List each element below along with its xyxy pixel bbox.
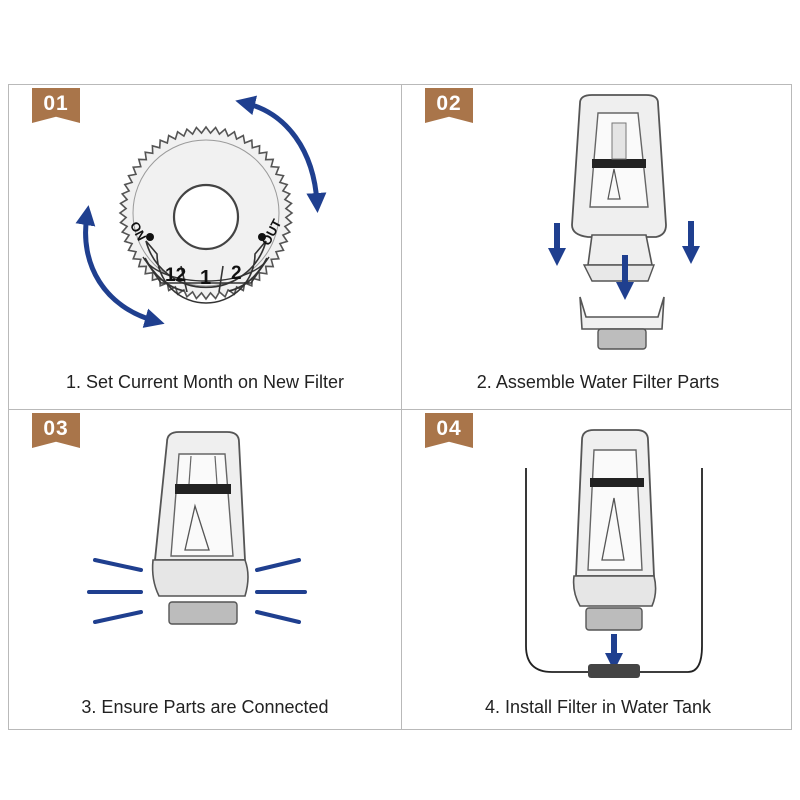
step-caption-4: 4. Install Filter in Water Tank — [484, 697, 712, 717]
assemble-parts-illustration — [548, 94, 700, 350]
install-in-tank-illustration — [525, 429, 703, 678]
grid-divider-vertical — [401, 85, 402, 729]
connected-filter-illustration — [87, 431, 307, 625]
assembled-filter — [151, 431, 249, 625]
dial-month-12: 12 — [165, 265, 186, 286]
filter-top-cap — [571, 94, 667, 238]
dial-out-dot — [258, 233, 266, 241]
connection-lines — [87, 558, 307, 624]
instruction-grid: 01 12 1 2 ON OUT — [8, 84, 792, 730]
tank-socket — [588, 664, 640, 678]
rotate-arrow-left — [75, 205, 165, 328]
step-panel-4: 04 4. Install Filter in Water Tank — [402, 410, 794, 733]
step-panel-1: 01 12 1 2 ON OUT — [9, 85, 401, 408]
step-caption-1: 1. Set Current Month on New Filter — [65, 372, 345, 392]
dial-month-2: 2 — [231, 263, 242, 284]
dial-month-1: 1 — [200, 267, 211, 289]
step-panel-2: 02 — [402, 85, 794, 408]
step-caption-2: 2. Assemble Water Filter Parts — [476, 372, 720, 392]
month-dial-illustration: 12 1 2 ON OUT — [75, 95, 327, 328]
grid-divider-horizontal — [9, 409, 791, 410]
step-caption-3: 3. Ensure Parts are Connected — [81, 697, 329, 717]
rotate-arrow-right — [235, 95, 327, 213]
filter-mid-part — [582, 234, 656, 282]
filter-in-tank — [572, 429, 657, 631]
step-panel-3: 03 3. Ensure Parts are Connected — [9, 410, 401, 733]
dial-center-hole — [172, 183, 240, 251]
filter-base — [579, 296, 665, 350]
